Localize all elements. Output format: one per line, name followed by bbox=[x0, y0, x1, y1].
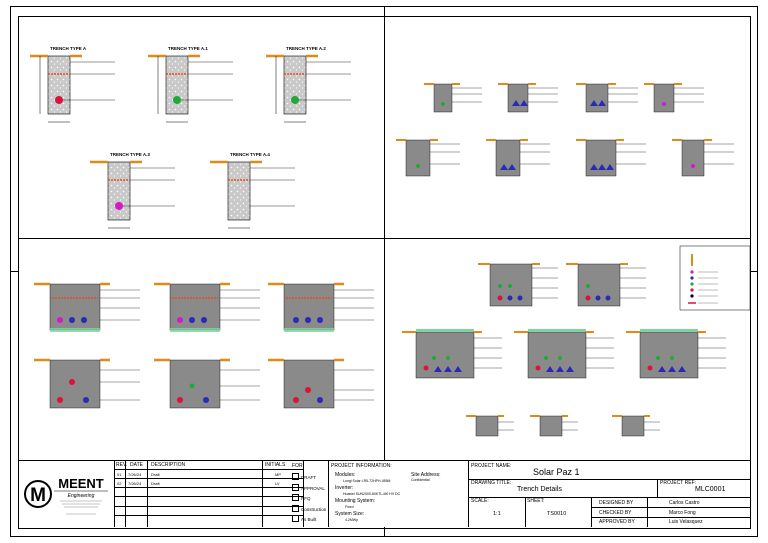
trench-title: TRENCH TYPE A.1 bbox=[168, 46, 208, 51]
trench-title: TRENCH TYPE A.2 bbox=[286, 46, 326, 51]
legend-box bbox=[679, 245, 750, 311]
checkbox-label: RFQ bbox=[301, 496, 311, 501]
date-cell: 7/26/24 bbox=[128, 481, 142, 486]
initials-cell: LV bbox=[275, 481, 280, 486]
date-header: DATE bbox=[130, 462, 143, 468]
project-information: PROJECT INFORMATION: Modules: Longi Sola… bbox=[329, 461, 469, 527]
inverter-label: Inverter: bbox=[335, 485, 354, 491]
sheet-value: TS0010 bbox=[547, 511, 567, 517]
designed-by-label: DESIGNED BY bbox=[599, 500, 634, 506]
trench-details-type-c bbox=[34, 282, 374, 409]
trench-section: TRENCH TYPE A.4 bbox=[210, 152, 295, 229]
site-address-label: Site Address: bbox=[411, 472, 441, 478]
frame-tick bbox=[750, 271, 758, 272]
project-ref: MLC0001 bbox=[695, 486, 726, 493]
system-size-label: System Size: bbox=[335, 511, 365, 517]
frame-tick bbox=[384, 527, 385, 537]
trench-section: TRENCH TYPE A.1 bbox=[148, 46, 233, 123]
date-cell: 7/26/24 bbox=[128, 472, 142, 477]
trench-title: TRENCH TYPE A bbox=[50, 46, 87, 51]
frame-tick bbox=[10, 271, 18, 272]
approved-by-label: APPROVED BY bbox=[599, 519, 635, 525]
checkbox-construction[interactable]: Construction bbox=[292, 504, 327, 516]
frame-tick bbox=[384, 6, 385, 16]
company-logo-area: M MEENT Engineering bbox=[18, 461, 115, 527]
inverter-value: Huawei SUN2000-60KTL-M0 HV DC bbox=[343, 492, 401, 496]
project-ref-label: PROJECT REF: bbox=[660, 480, 697, 486]
sheet-label: SHEET: bbox=[527, 498, 545, 504]
title-block: M MEENT Engineering REV. DATE DESCRIPTIO… bbox=[18, 460, 751, 528]
trench-details-type-d bbox=[402, 245, 750, 437]
company-logo: M MEENT Engineering bbox=[24, 476, 108, 515]
svg-text:M: M bbox=[30, 485, 46, 506]
quadrant-divider-horizontal bbox=[18, 238, 751, 239]
trench-title: TRENCH TYPE A.4 bbox=[230, 152, 270, 157]
rev-header: REV. bbox=[116, 462, 128, 468]
checkbox-as-built[interactable]: As Built bbox=[292, 515, 326, 526]
designed-by: Carlos Castro bbox=[669, 500, 700, 506]
checkbox-approval[interactable]: APPROVAL bbox=[292, 483, 326, 495]
trench-section: TRENCH TYPE A bbox=[30, 46, 115, 123]
description-cell: Draft bbox=[151, 481, 160, 486]
mounting-label: Mounting System: bbox=[335, 498, 376, 504]
project-name: Solar Paz 1 bbox=[533, 467, 580, 477]
scale-value: 1:1 bbox=[493, 511, 501, 517]
description-cell: Draft bbox=[151, 472, 160, 477]
trench-details-type-b bbox=[396, 83, 734, 177]
checkbox-label: DRAFT bbox=[301, 475, 316, 480]
for-label: FOR: bbox=[292, 463, 304, 469]
system-size-value: 4.2MWp bbox=[345, 518, 359, 522]
checkbox-label: Construction bbox=[301, 506, 327, 512]
initials-cell: MP bbox=[275, 472, 281, 477]
trench-title: TRENCH TYPE A.3 bbox=[110, 152, 150, 157]
checkbox-rfq[interactable]: RFQ bbox=[292, 494, 326, 505]
project-details: PROJECT NAME: Solar Paz 1 DRAWING TITLE:… bbox=[469, 461, 751, 527]
checked-by-label: CHECKED BY bbox=[599, 510, 632, 516]
issue-purpose: FOR: DRAFT APPROVAL RFQ Construction As … bbox=[289, 461, 329, 527]
site-address-value: Confidential bbox=[411, 478, 430, 482]
trench-details-type-a: TRENCH TYPE A TRENCH TYPE A.1 TRENCH TYP… bbox=[30, 46, 351, 229]
project-name-label: PROJECT NAME: bbox=[471, 463, 512, 469]
revisions-table: REV. DATE DESCRIPTION INITIALS 01 7/26/2… bbox=[115, 461, 304, 527]
company-name: MEENT bbox=[58, 476, 104, 491]
scale-label: SCALE: bbox=[471, 498, 489, 504]
initials-header: INITIALS bbox=[265, 462, 286, 468]
modules-label: Modules: bbox=[335, 472, 356, 478]
modules-value: Longi Solar LR5-72HPH-455M bbox=[343, 479, 391, 483]
mounting-value: Fixed bbox=[345, 505, 354, 509]
company-subtitle: Engineering bbox=[68, 493, 95, 499]
drawing-title-label: DRAWING TITLE: bbox=[471, 480, 512, 486]
trench-section: TRENCH TYPE A.2 bbox=[266, 46, 351, 123]
checked-by: Marco Fong bbox=[669, 510, 696, 516]
drawing-title: Trench Details bbox=[517, 486, 562, 493]
rev-cell: 01 bbox=[117, 472, 122, 477]
checkbox-draft[interactable]: DRAFT bbox=[292, 473, 326, 484]
checkbox-label: As Built bbox=[301, 517, 317, 522]
rev-cell: 02 bbox=[117, 481, 122, 486]
approved-by: Luis Velasquez bbox=[669, 519, 703, 525]
checkbox-label: APPROVAL bbox=[301, 485, 325, 491]
project-info-label: PROJECT INFORMATION: bbox=[331, 463, 392, 469]
description-header: DESCRIPTION bbox=[151, 462, 186, 468]
trench-section: TRENCH TYPE A.3 bbox=[90, 152, 175, 229]
